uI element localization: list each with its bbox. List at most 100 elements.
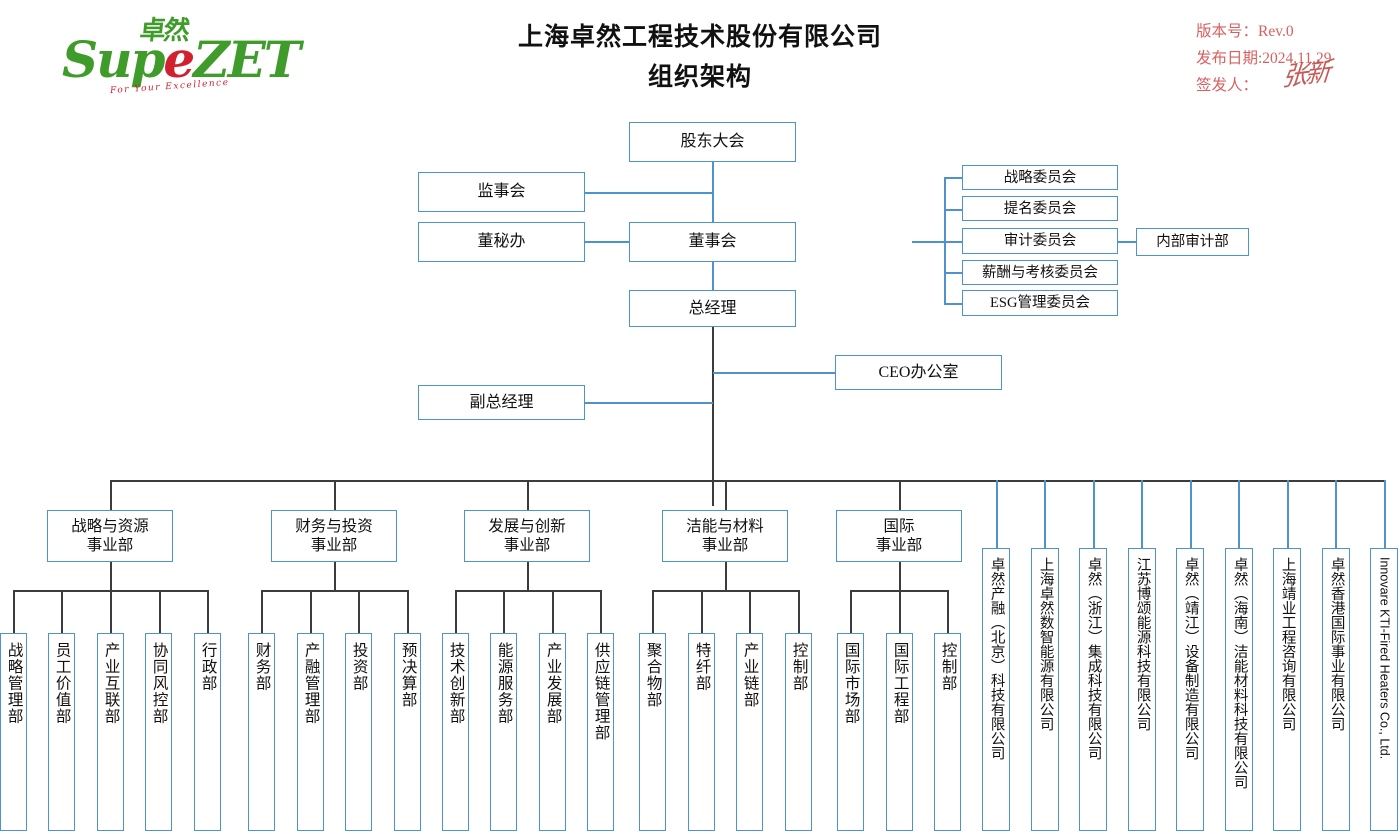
connector-division3-bar (455, 590, 602, 592)
connector-committee-4 (944, 272, 962, 274)
node-subsidiary-6[interactable]: 卓然（海南）洁能材料科技有限公司 (1225, 548, 1253, 831)
node-ceo-office[interactable]: CEO办公室 (835, 355, 1002, 390)
connector-bus-subsidiary-3 (1093, 480, 1095, 549)
connector-bus-division-4 (725, 480, 727, 510)
node-department-2-1[interactable]: 财务部 (248, 633, 275, 831)
node-label-line2: 事业部 (701, 537, 749, 554)
node-department-4-4[interactable]: 控制部 (785, 633, 812, 831)
node-label: 特纤部 (693, 642, 711, 692)
connector-dept-4-4 (798, 590, 800, 635)
connector-dept-5-2 (899, 590, 901, 635)
node-label: 财务部 (253, 642, 271, 692)
node-department-3-3[interactable]: 产业发展部 (539, 633, 566, 831)
node-label: 战略管理部 (5, 642, 23, 725)
node-label-line2: 事业部 (310, 537, 358, 554)
node-department-1-5[interactable]: 行政部 (194, 633, 221, 831)
node-deputy-general-manager[interactable]: 副总经理 (418, 385, 585, 420)
node-department-2-4[interactable]: 预决算部 (394, 633, 421, 831)
node-department-3-4[interactable]: 供应链管理部 (587, 633, 614, 831)
node-committee-nomination[interactable]: 提名委员会 (962, 196, 1118, 221)
connector-bus-subsidiary-6 (1238, 480, 1240, 549)
node-subsidiary-8[interactable]: 卓然香港国际事业有限公司 (1322, 548, 1350, 831)
node-label: 卓然产融（北京）科技有限公司 (988, 557, 1005, 760)
node-subsidiary-7[interactable]: 上海靖业工程咨询有限公司 (1273, 548, 1301, 831)
node-subsidiary-4[interactable]: 江苏博颂能源科技有限公司 (1128, 548, 1156, 831)
connector-dept-3-4 (600, 590, 602, 635)
node-department-4-3[interactable]: 产业链部 (736, 633, 763, 831)
node-committee-audit[interactable]: 审计委员会 (962, 228, 1118, 254)
node-label: 审计委员会 (1003, 233, 1077, 249)
node-label: 股东大会 (680, 133, 745, 150)
node-board-of-directors[interactable]: 董事会 (629, 222, 796, 262)
node-subsidiary-9[interactable]: Innovare KTI-Fired Heaters Co., Ltd. (1370, 548, 1398, 831)
page-title: 上海卓然工程技术股份有限公司 组织架构 (380, 18, 1020, 98)
node-internal-audit-department[interactable]: 内部审计部 (1136, 228, 1249, 256)
node-committee-strategy[interactable]: 战略委员会 (962, 165, 1118, 190)
connector-dept-1-4 (159, 590, 161, 635)
node-department-3-2[interactable]: 能源服务部 (490, 633, 517, 831)
node-division-4[interactable]: 洁能与材料 事业部 (662, 510, 788, 562)
node-department-5-3[interactable]: 控制部 (934, 633, 961, 831)
node-label: ESG管理委员会 (990, 295, 1090, 311)
node-committee-esg[interactable]: ESG管理委员会 (962, 290, 1118, 316)
node-subsidiary-1[interactable]: 卓然产融（北京）科技有限公司 (982, 548, 1010, 831)
node-department-4-2[interactable]: 特纤部 (688, 633, 715, 831)
connector-dept-3-2 (503, 590, 505, 635)
node-label-line1: 洁能与材料 (686, 518, 764, 535)
node-department-5-1[interactable]: 国际市场部 (837, 633, 864, 831)
node-department-5-2[interactable]: 国际工程部 (886, 633, 913, 831)
connector-division2-stem (334, 562, 336, 590)
node-label: CEO办公室 (878, 363, 959, 381)
logo-wordmark-zet: ZET (193, 30, 301, 89)
node-department-2-3[interactable]: 投资部 (345, 633, 372, 831)
node-department-2-2[interactable]: 产融管理部 (297, 633, 324, 831)
node-general-manager[interactable]: 总经理 (629, 290, 796, 327)
connector-dept-4-1 (652, 590, 654, 635)
node-department-3-1[interactable]: 技术创新部 (442, 633, 469, 831)
node-label-line1: 战略与资源 (71, 518, 149, 535)
connector-dept-1-2 (61, 590, 63, 635)
connector-division4-bar (652, 590, 799, 592)
node-subsidiary-3[interactable]: 卓然（浙江）集成科技有限公司 (1079, 548, 1107, 831)
node-committee-remuneration[interactable]: 薪酬与考核委员会 (962, 260, 1118, 285)
node-department-1-4[interactable]: 协同风控部 (145, 633, 172, 831)
node-label: 产业互联部 (102, 642, 120, 725)
node-subsidiary-5[interactable]: 卓然（靖江）设备制造有限公司 (1176, 548, 1204, 831)
node-division-2[interactable]: 财务与投资 事业部 (271, 510, 397, 562)
node-label: 协同风控部 (150, 642, 168, 725)
connector-audit-internal (1118, 241, 1136, 243)
connector-dept-2-2 (310, 590, 312, 635)
node-division-1[interactable]: 战略与资源 事业部 (47, 510, 173, 562)
connector-dept-3-3 (552, 590, 554, 635)
node-department-4-1[interactable]: 聚合物部 (639, 633, 666, 831)
connector-bus-subsidiary-9 (1384, 480, 1386, 549)
node-label-line2: 事业部 (503, 537, 551, 554)
node-label: 总经理 (688, 299, 737, 317)
connector-secretary-board (584, 241, 629, 243)
connector-dept-2-4 (407, 590, 409, 635)
connector-bus-subsidiary-4 (1141, 480, 1143, 549)
connector-bus-subsidiary-7 (1287, 480, 1289, 549)
logo-wordmark: SupeZET (62, 30, 301, 89)
logo-wordmark-e: e (163, 30, 195, 89)
connector-committee-bus (944, 177, 946, 304)
node-division-3[interactable]: 发展与创新 事业部 (464, 510, 590, 562)
node-label: 卓然香港国际事业有限公司 (1328, 557, 1345, 731)
signer-label: 签发人： (1196, 77, 1259, 94)
node-department-1-1[interactable]: 战略管理部 (0, 633, 27, 831)
node-board-secretary-office[interactable]: 董秘办 (418, 222, 585, 262)
node-label: 上海靖业工程咨询有限公司 (1279, 557, 1296, 731)
node-label: 董秘办 (477, 233, 526, 250)
connector-dept-1-3 (110, 590, 112, 635)
node-supervisory-board[interactable]: 监事会 (418, 172, 585, 212)
release-date-row: 发布日期:2024.11.29 (1196, 45, 1331, 72)
connector-committee-5 (944, 303, 962, 305)
node-subsidiary-2[interactable]: 上海卓然数智能源有限公司 (1031, 548, 1059, 831)
connector-division3-stem (527, 562, 529, 590)
signer-row: 签发人： 张新 (1196, 57, 1331, 99)
node-shareholders-meeting[interactable]: 股东大会 (629, 122, 796, 162)
connector-bus-subsidiary-1 (996, 480, 998, 549)
node-department-1-2[interactable]: 员工价值部 (48, 633, 75, 831)
node-department-1-3[interactable]: 产业互联部 (97, 633, 124, 831)
node-division-5[interactable]: 国际 事业部 (836, 510, 962, 562)
